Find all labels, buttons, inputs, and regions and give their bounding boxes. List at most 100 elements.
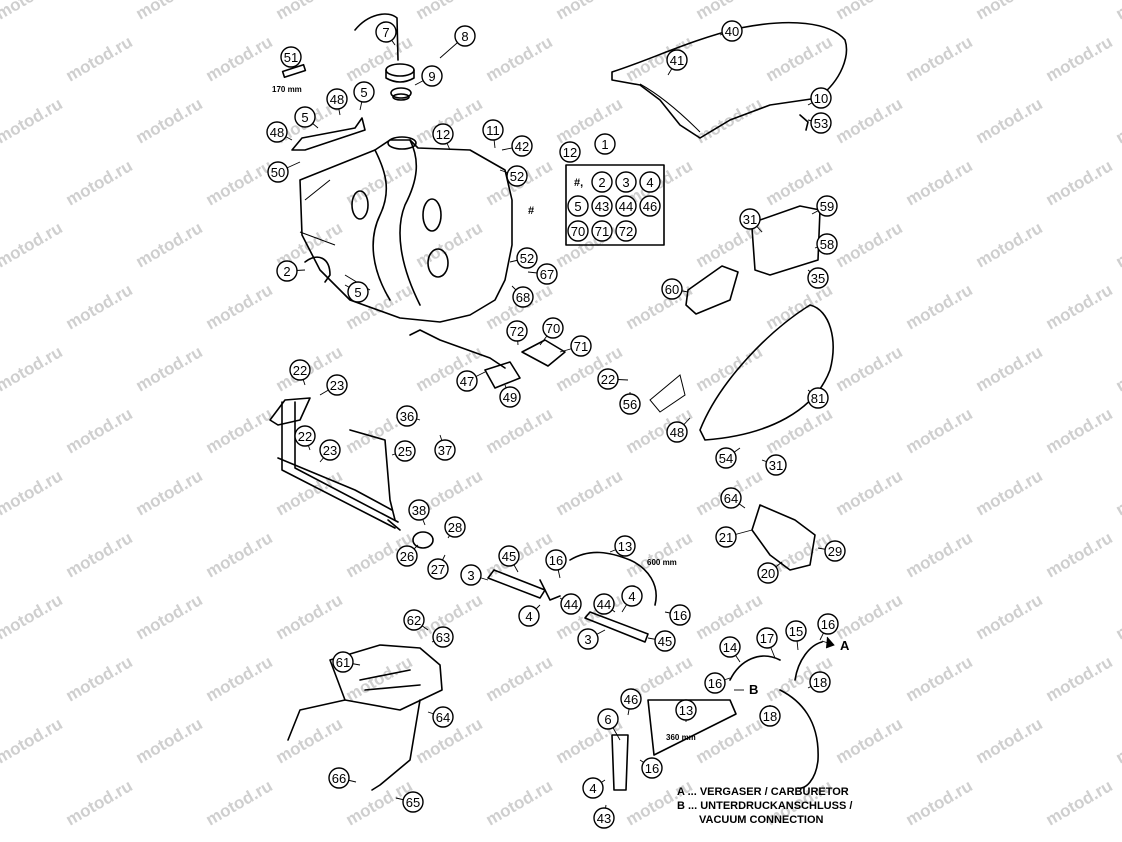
watermark-text: motod.ru — [63, 156, 136, 209]
fuel-hose — [569, 551, 657, 606]
callout-bubble-label: 28 — [448, 520, 462, 535]
watermark-text: motod.ru — [63, 32, 136, 85]
callout-bubble-label: 45 — [658, 634, 672, 649]
watermark-text: motod.ru — [903, 156, 976, 209]
watermark-text: motod.ru — [0, 218, 66, 271]
callout-bubble-label: 2 — [283, 264, 290, 279]
watermark-text: motod.ru — [1043, 404, 1116, 457]
callout-bubble: 9 — [421, 65, 443, 87]
callout-bubble-label: 48 — [670, 425, 684, 440]
set-item-bubble-label: 46 — [643, 199, 657, 214]
watermark-text: motod.ru — [203, 32, 276, 85]
connection-b-label: B — [749, 682, 758, 697]
set-item-bubble-label: 70 — [571, 224, 585, 239]
callout-bubble-label: 54 — [719, 451, 733, 466]
callout-bubble-label: 1 — [601, 137, 608, 152]
callout-bubble: 17 — [756, 627, 778, 649]
side-cover — [699, 304, 834, 441]
callout-bubble-label: 7 — [382, 25, 389, 40]
carb-hose — [794, 641, 823, 681]
decal — [685, 265, 739, 315]
callout-bubble: 23 — [326, 374, 348, 396]
callout-bubble-label: 72 — [510, 324, 524, 339]
callout-bubble: 7 — [375, 21, 397, 43]
callout-bubble: 48 — [666, 421, 688, 443]
hose-length-170: 170 mm — [272, 85, 302, 94]
callout-bubble: 43 — [593, 807, 615, 829]
set-item-bubble: 2 — [591, 171, 613, 193]
callout-bubble-label: 9 — [428, 69, 435, 84]
watermark-text: motod.ru — [203, 776, 276, 829]
legend-carburetor: A ... VERGASER / CARBURETOR — [677, 786, 849, 798]
tank-bracket — [291, 117, 366, 151]
callout-bubble-label: 47 — [460, 374, 474, 389]
callout-bubble-label: 61 — [336, 655, 350, 670]
watermark-text: motod.ru — [273, 466, 346, 519]
callout-bubble: 35 — [807, 267, 829, 289]
breather-hose — [281, 63, 307, 79]
vacuum-pump — [751, 504, 816, 571]
callout-bubble-label: 3 — [584, 632, 591, 647]
annotations: 170 mm 600 mm 360 mm # #, A B A ... VERG… — [272, 85, 852, 826]
callout-bubble-label: 53 — [814, 116, 828, 131]
callout-bubble: 5 — [294, 106, 316, 128]
watermark-text: motod.ru — [63, 528, 136, 581]
set-item-bubble-label: 3 — [622, 175, 629, 190]
callout-bubble: 22 — [294, 425, 316, 447]
watermark-text: motod.ru — [1043, 776, 1116, 829]
callout-bubble-label: 12 — [436, 127, 450, 142]
auxiliary-frame — [269, 397, 401, 531]
callout-bubble: 63 — [432, 626, 454, 648]
watermark-text: motod.ru — [63, 652, 136, 705]
callout-bubble: 3 — [460, 564, 482, 586]
callout-bubble: 71 — [570, 335, 592, 357]
callout-bubble-label: 64 — [724, 491, 738, 506]
callout-bubble: 31 — [765, 454, 787, 476]
callout-bubble: 16 — [641, 757, 663, 779]
set-item-bubble-label: 43 — [595, 199, 609, 214]
callout-bubble-label: 16 — [821, 617, 835, 632]
watermark-text: motod.ru — [0, 466, 66, 519]
tap-bracket — [611, 734, 629, 791]
callout-bubble: 47 — [456, 370, 478, 392]
callout-bubble-label: 52 — [520, 251, 534, 266]
fuel-sensor-cable — [409, 329, 506, 369]
callout-bubble: 48 — [266, 121, 288, 143]
callout-bubble-label: 6 — [604, 712, 611, 727]
callout-bubble-label: 44 — [597, 597, 611, 612]
watermark-text: motod.ru — [343, 156, 416, 209]
callout-bubble: 38 — [408, 499, 430, 521]
callout-bubble: 64 — [720, 487, 742, 509]
callout-bubble: 62 — [403, 609, 425, 631]
set-item-bubble: 43 — [591, 195, 613, 217]
callout-bubble-label: 50 — [271, 165, 285, 180]
watermark-text: motod.ru — [483, 32, 556, 85]
callout-bubble-label: 71 — [574, 339, 588, 354]
callout-bubble-label: 31 — [743, 212, 757, 227]
watermark-text: motod.ru — [1113, 590, 1122, 643]
watermark-text: motod.ru — [903, 652, 976, 705]
set-item-bubble-label: 72 — [619, 224, 633, 239]
watermark-text: motod.ru — [413, 0, 486, 23]
watermark-text: motod.ru — [63, 280, 136, 333]
callout-bubble: 41 — [666, 49, 688, 71]
fuel-tank — [299, 136, 513, 323]
callout-bubble-label: 23 — [323, 443, 337, 458]
watermark-text: motod.ru — [1113, 94, 1122, 147]
watermark-text: motod.ru — [273, 714, 346, 767]
callout-bubble-label: 31 — [769, 458, 783, 473]
callout-bubble: 40 — [721, 20, 743, 42]
callout-bubble: 61 — [332, 651, 354, 673]
watermark-text: motod.ru — [1043, 528, 1116, 581]
callout-bubble: 16 — [817, 613, 839, 635]
callout-bubble: 25 — [394, 440, 416, 462]
callout-bubble-label: 81 — [811, 391, 825, 406]
watermark-text: motod.ru — [0, 714, 66, 767]
callout-bubble: 67 — [536, 263, 558, 285]
callout-bubble: 49 — [499, 386, 521, 408]
watermark-text: motod.ru — [833, 218, 906, 271]
watermark-text: motod.ru — [413, 218, 486, 271]
callout-bubble-label: 44 — [564, 597, 578, 612]
set-item-bubble-label: 71 — [595, 224, 609, 239]
